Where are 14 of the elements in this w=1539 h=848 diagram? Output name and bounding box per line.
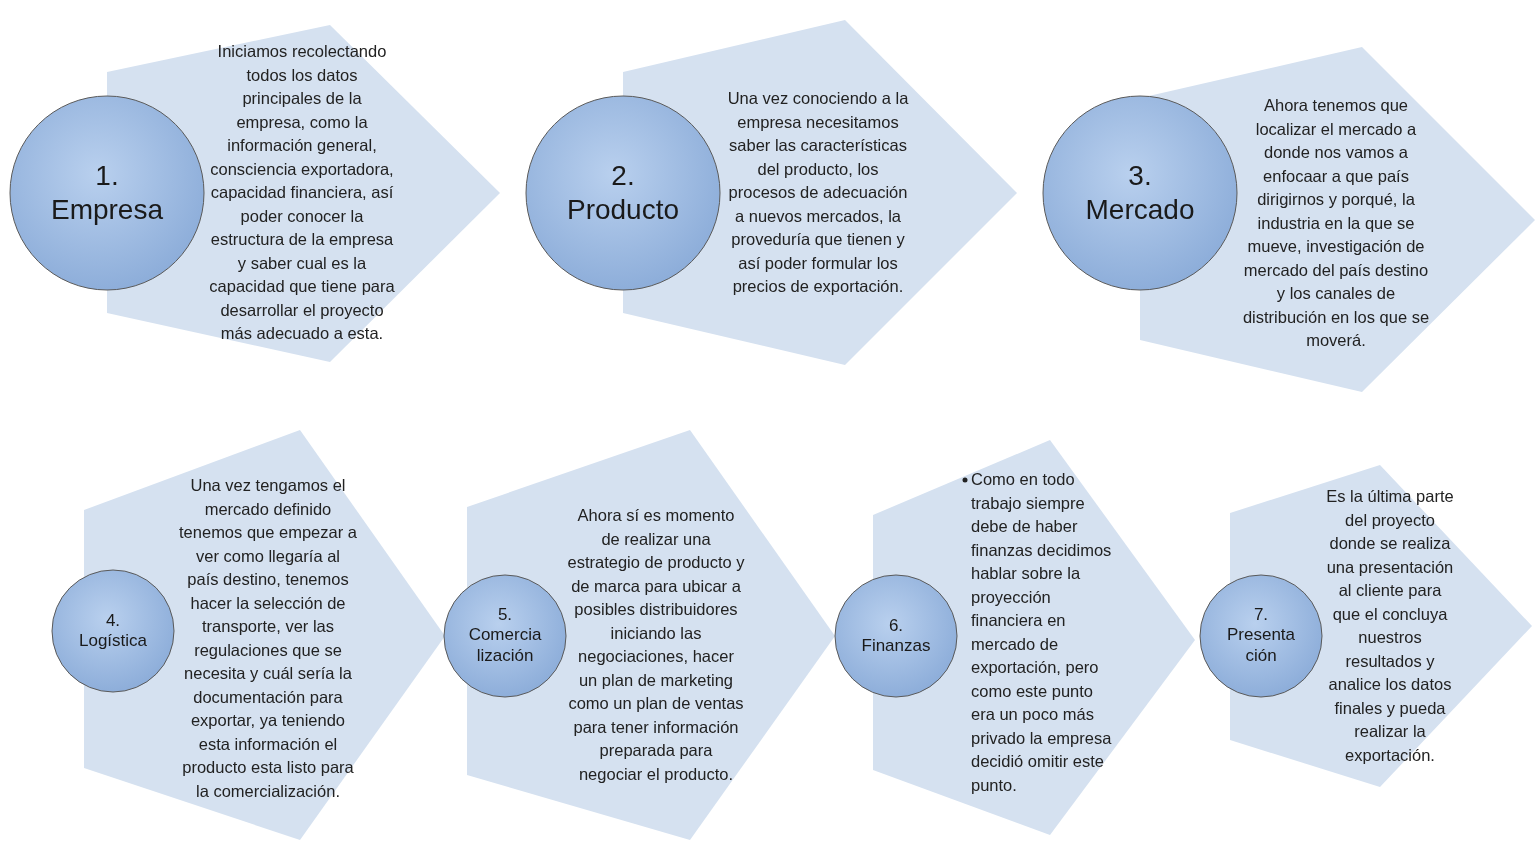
step-description: Iniciamos recolectando todos los datos principales de la empresa, como la información general, consciencia exportadora, capacidad financiera, así poder conocer la estructura de la empresa y saber cual es la capacidad que tiene para desarrollar el proyecto más adecuado a esta.	[208, 41, 396, 345]
step-title: 7. Presenta ción	[1225, 605, 1296, 667]
step-title: 4. Logística	[77, 610, 148, 652]
step-title: 2. Producto	[565, 159, 681, 227]
step-description: Una vez conociendo a la empresa necesitamos saber las características del producto, los procesos de adecuación a nuevos mercados, la proveduría que tienen y así poder formular los precios de exportación.	[726, 88, 910, 298]
step-title: 1. Empresa	[49, 159, 164, 227]
step-description: Como en todo trabajo siempre debe de haber finanzas decidimos hablar sobre la proyección financiera en mercado de exportación, pero como este punto era un poco más privado la empresa decidió omitir este punto.	[971, 468, 1113, 796]
step-description: Es la última parte del proyecto donde se realiza una presentación al cliente para que el concluya nuestros resultados y analice los datos finales y pueda realizar la exportación.	[1325, 486, 1455, 766]
step-description: Ahora tenemos que localizar el mercado a donde nos vamos a enfocaar a que país dirigirnos y porqué, la industria en la que se mueve, investigación de mercado del país destino y los canales de distribución en los que se moverá.	[1241, 94, 1431, 351]
step-title: 3. Mercado	[1084, 159, 1196, 227]
step-description: Ahora sí es momento de realizar una estrategio de producto y de marca para ubicar a posibles distribuidores iniciando las negociaciones, hacer un plan de marketing como un plan de ventas para tener información preparada para negociar el producto.	[567, 505, 745, 785]
step-title: 5. Comercia lización	[467, 605, 543, 667]
step-title: 6. Finanzas	[860, 615, 932, 657]
step-description: Una vez tengamos el mercado definido tenemos que empezar a ver como llegaría al país destino, tenemos hacer la selección de transporte, ver las regulaciones que se necesita y cuál sería la documentación para exportar, ya teniendo esta información el producto esta listo para la comercialización.	[179, 474, 357, 801]
